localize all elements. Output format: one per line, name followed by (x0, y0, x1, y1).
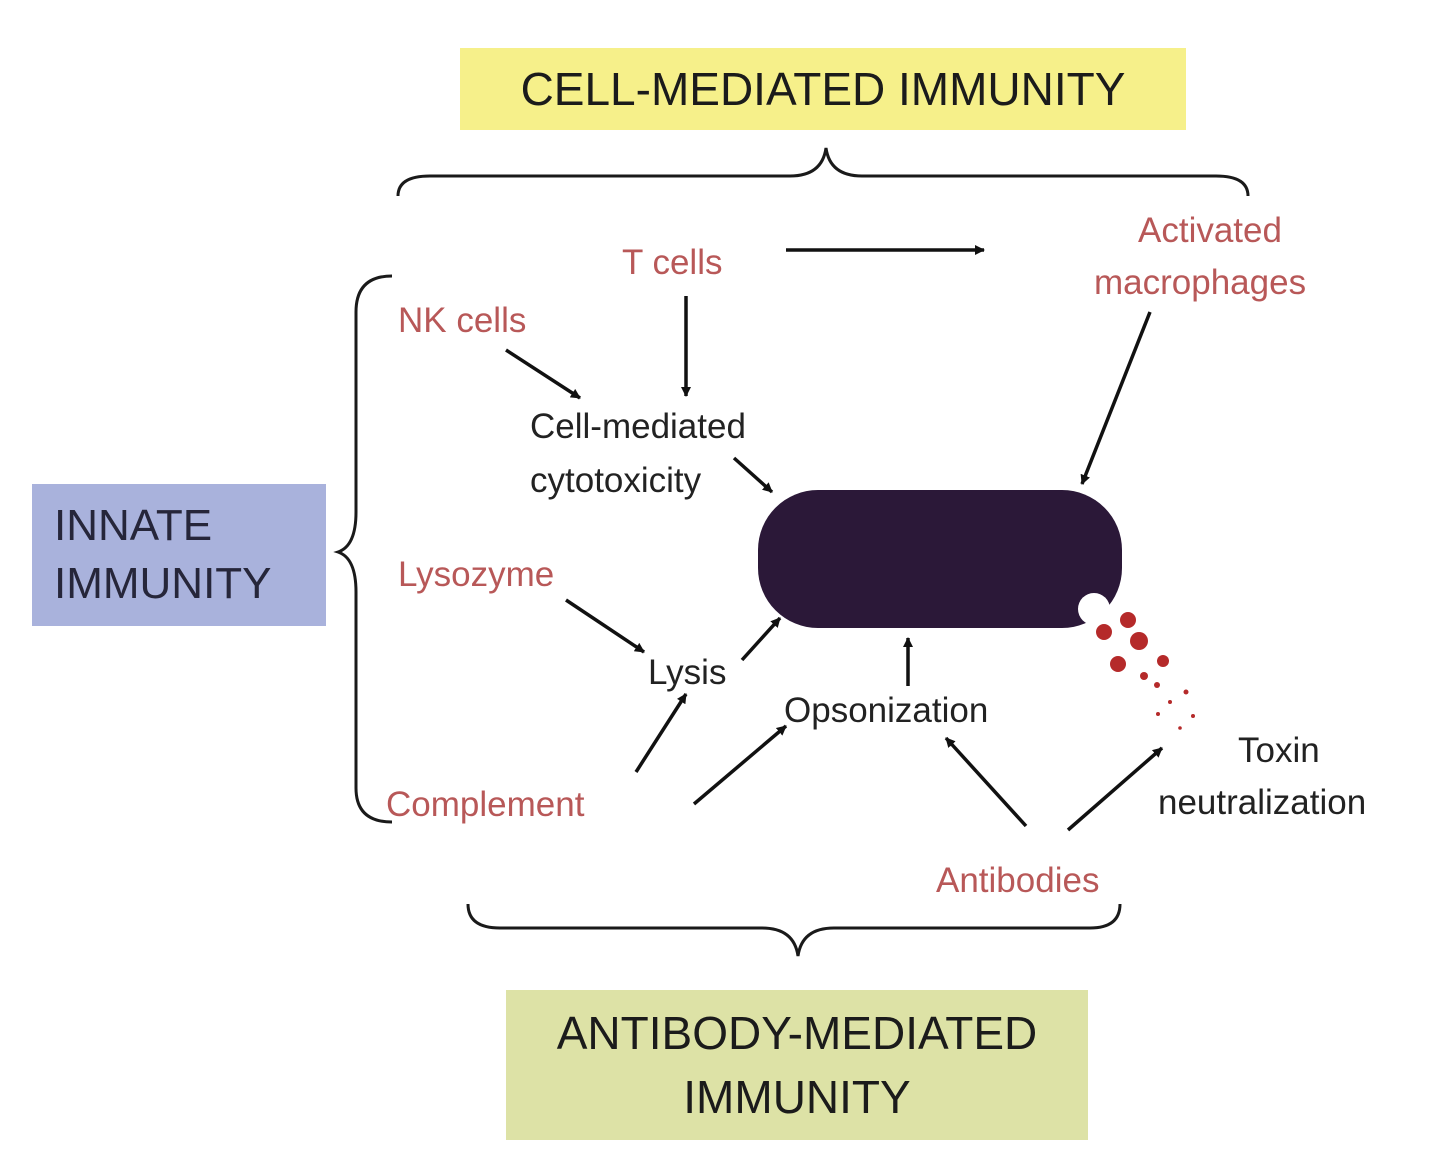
top-brace (396, 147, 1250, 197)
nk-cells-label: NK cells (398, 301, 527, 340)
arrow-complement-to-lysis (634, 693, 688, 773)
activated-macrophages-label-line2: macrophages (1094, 263, 1307, 302)
arrow-macrophages-to-pathogen (1080, 311, 1152, 485)
t-cells-label: T cells (622, 243, 723, 282)
cell-mediated-immunity-label: CELL-MEDIATED IMMUNITY (520, 63, 1126, 115)
arrow-lysis-to-pathogen (740, 616, 782, 662)
bacterium-rupture (1078, 593, 1110, 625)
toxin-particles-icon (1096, 612, 1195, 730)
innate-immunity-label-line1: INNATE (54, 501, 213, 550)
antibodies-label: Antibodies (936, 861, 1100, 900)
antibody-mediated-immunity-header: ANTIBODY-MEDIATED IMMUNITY (506, 990, 1088, 1140)
innate-box-bg (32, 484, 326, 626)
cell-mediated-immunity-header: CELL-MEDIATED IMMUNITY (460, 48, 1186, 130)
opsonization-label: Opsonization (784, 691, 989, 730)
innate-immunity-header: INNATE IMMUNITY (32, 484, 326, 626)
cytotoxicity-label-line2: cytotoxicity (530, 461, 702, 500)
antibody-mediated-label-line1: ANTIBODY-MEDIATED (556, 1007, 1038, 1059)
left-brace (333, 274, 393, 824)
arrow-lysozyme-to-lysis (565, 598, 645, 654)
arrow-complement-to-opsonization (692, 724, 788, 806)
lysozyme-label: Lysozyme (398, 555, 555, 594)
complement-label: Complement (386, 785, 585, 824)
antibody-mediated-label-line2: IMMUNITY (683, 1071, 911, 1123)
arrow-cytotoxicity-to-pathogen (732, 456, 774, 494)
arrow-antibodies-to-toxin (1066, 746, 1164, 832)
bacterium-icon (758, 490, 1122, 628)
activated-macrophages-label-line1: Activated (1138, 211, 1282, 250)
bottom-brace (466, 903, 1122, 957)
arrow-antibodies-to-opsonization (944, 736, 1028, 828)
lysis-label: Lysis (648, 653, 727, 692)
cytotoxicity-label-line1: Cell-mediated (530, 407, 746, 446)
antibody-mediated-box-bg (506, 990, 1088, 1140)
arrow-nkcells-to-cytotoxicity (505, 348, 581, 400)
toxin-neutralization-label-line1: Toxin (1238, 731, 1320, 770)
toxin-neutralization-label-line2: neutralization (1158, 783, 1367, 822)
cell-mediated-box-bg (460, 48, 1186, 130)
innate-immunity-label-line2: IMMUNITY (54, 559, 272, 608)
